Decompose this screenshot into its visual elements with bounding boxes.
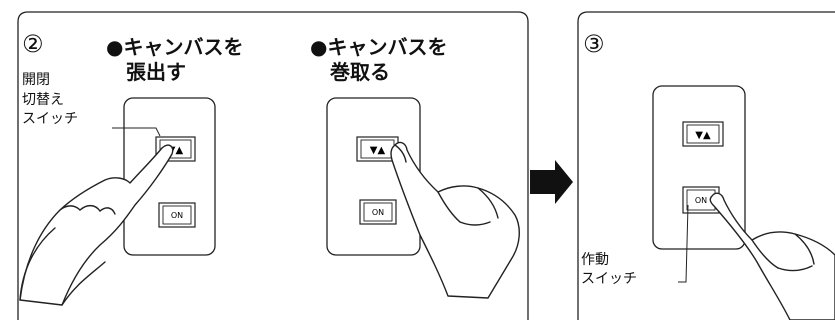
extend-title-line2: 張出す xyxy=(126,60,186,84)
toggle-arrows-extend: ▼▲ xyxy=(168,145,184,156)
toggle-button-extend xyxy=(155,136,196,162)
extend-title-line1: ●キャンバスを xyxy=(106,35,244,59)
on-button-label-extend: ON xyxy=(171,211,183,220)
toggle-arrows-retract: ▼▲ xyxy=(370,145,386,156)
right-arrow-icon xyxy=(530,160,573,204)
toggle-arrows-operate: ▼▲ xyxy=(695,130,711,141)
panel-step3-frame xyxy=(577,11,835,320)
step-number-2: ② xyxy=(22,30,44,58)
panel-step2-frame xyxy=(17,11,529,320)
toggle-label-line1: 開閉 xyxy=(22,72,50,88)
toggle-button-operate xyxy=(682,121,724,147)
pointing-hand-icon xyxy=(390,141,520,299)
retract-title-line1: ●キャンバスを xyxy=(310,35,448,59)
on-button-extend xyxy=(158,202,196,228)
on-button-label-operate: ON xyxy=(695,196,707,205)
step-number-3: ③ xyxy=(583,30,605,58)
toggle-label-line2: 切替え xyxy=(22,92,64,108)
operate-label-leader xyxy=(678,204,689,283)
pointing-hand-icon xyxy=(19,144,174,306)
pointing-hand-icon xyxy=(709,192,835,320)
on-button-label-retract: ON xyxy=(372,208,384,217)
operate-label-line1: 作動 xyxy=(581,252,609,268)
toggle-label-leader xyxy=(112,127,161,137)
retract-title-line2: 巻取る xyxy=(330,60,390,84)
toggle-label-line3: スイッチ xyxy=(22,111,78,127)
operate-label-line2: スイッチ xyxy=(581,271,637,287)
on-button-retract xyxy=(359,199,397,225)
